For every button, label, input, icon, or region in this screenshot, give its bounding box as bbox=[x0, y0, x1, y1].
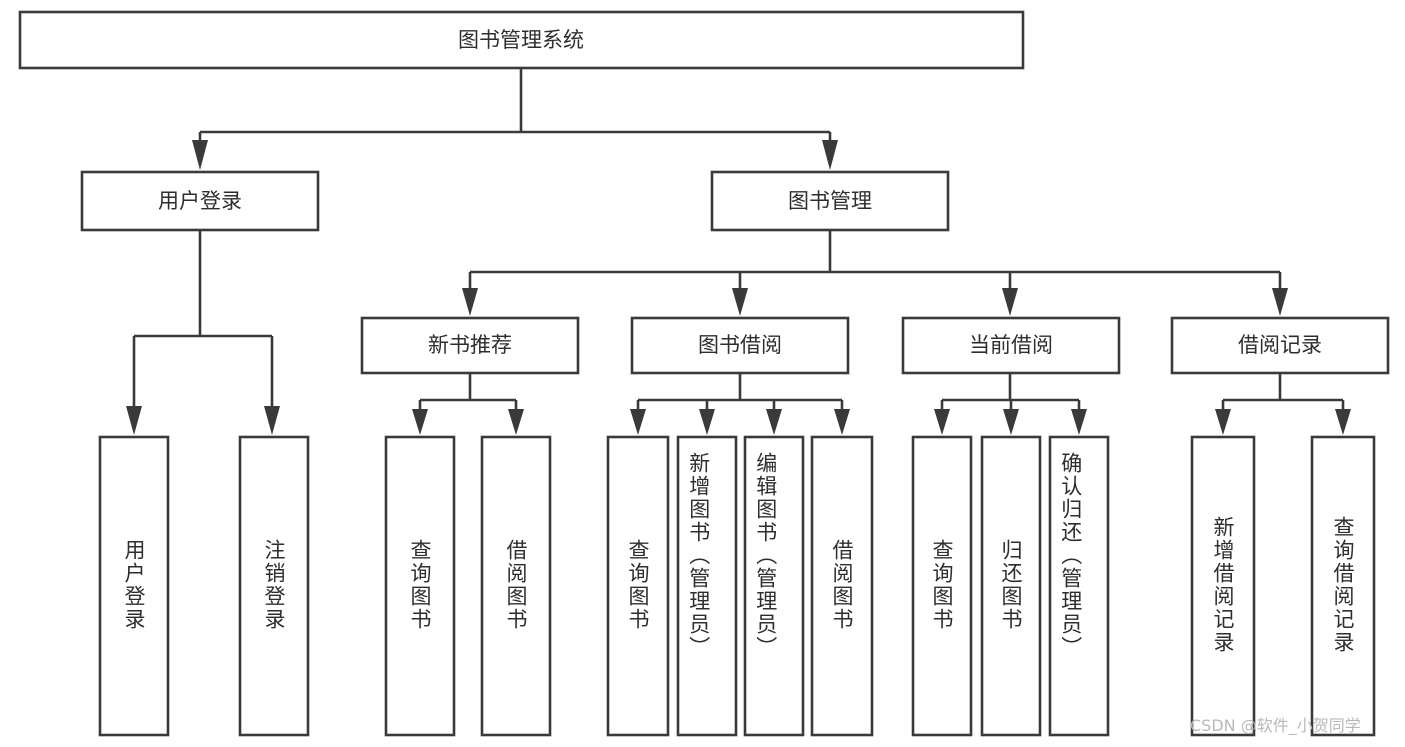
arrow-head-borrow-record bbox=[1272, 288, 1288, 316]
node-leaf-rec-borrow-book-label: 借阅图书 bbox=[504, 539, 528, 631]
arrow-head-rec-borrow-book bbox=[508, 409, 524, 435]
node-current-borrow-box[interactable] bbox=[901, 316, 1121, 375]
arrow-head-cb-confirm-return bbox=[1071, 409, 1087, 435]
node-leaf-rec-query-book-box[interactable] bbox=[384, 435, 456, 737]
node-root-label: 图书管理系统 bbox=[458, 28, 584, 52]
node-new-book-rec-box[interactable] bbox=[360, 316, 580, 375]
node-leaf-bb-query-book-label: 查询图书 bbox=[626, 539, 650, 631]
node-leaf-user-logout-box[interactable] bbox=[238, 435, 310, 737]
node-leaf-bb-borrow-book-label: 借阅图书 bbox=[830, 539, 854, 631]
node-book-manage[interactable]: 图书管理 bbox=[710, 170, 950, 232]
node-book-manage-label: 图书管理 bbox=[788, 189, 872, 213]
node-leaf-bb-add-book-box[interactable] bbox=[676, 435, 738, 737]
node-book-borrow-box[interactable] bbox=[630, 316, 850, 375]
arrow-head-bb-add-book bbox=[699, 409, 715, 435]
node-leaf-bb-borrow-book-box[interactable] bbox=[810, 435, 874, 737]
arrow-head-cb-query-book bbox=[934, 409, 950, 435]
node-book-borrow-label: 图书借阅 bbox=[698, 333, 782, 357]
arrow-head-book-borrow bbox=[732, 288, 748, 316]
node-leaf-user-login-label: 用户登录 bbox=[122, 539, 146, 631]
node-leaf-bb-add-book[interactable]: 新增图书（管理员） bbox=[676, 435, 738, 737]
node-user-login[interactable]: 用户登录 bbox=[80, 170, 320, 232]
arrow-head-current-borrow bbox=[1002, 288, 1018, 316]
node-leaf-cb-return-book-label: 归还图书 bbox=[999, 539, 1023, 631]
arrow-head-new-book-rec bbox=[462, 288, 478, 316]
node-leaf-bb-edit-book[interactable]: 编辑图书（管理员） bbox=[743, 435, 805, 737]
arrow-head-bb-borrow-book bbox=[834, 409, 850, 435]
node-leaf-rec-query-book-label: 查询图书 bbox=[408, 539, 432, 631]
node-leaf-cb-query-book[interactable]: 查询图书 bbox=[911, 435, 973, 737]
node-root[interactable]: 图书管理系统 bbox=[18, 10, 1025, 70]
node-root-box[interactable] bbox=[18, 10, 1025, 70]
node-borrow-record-box[interactable] bbox=[1170, 316, 1390, 375]
node-leaf-rec-query-book[interactable]: 查询图书 bbox=[384, 435, 456, 737]
node-leaf-user-login-box[interactable] bbox=[98, 435, 170, 737]
node-leaf-bb-borrow-book[interactable]: 借阅图书 bbox=[810, 435, 874, 737]
arrow-head-leaf-user-logout bbox=[264, 406, 280, 435]
arrow-head-cb-return-book bbox=[1003, 409, 1019, 435]
arrow-head-br-query-record bbox=[1335, 409, 1351, 435]
node-leaf-bb-add-book-label: 新增图书（管理员） bbox=[687, 452, 711, 659]
node-leaf-cb-query-book-label: 查询图书 bbox=[930, 539, 954, 631]
node-leaf-user-logout[interactable]: 注销登录 bbox=[238, 435, 310, 737]
node-leaf-rec-borrow-book-box[interactable] bbox=[480, 435, 552, 737]
node-current-borrow-label: 当前借阅 bbox=[969, 333, 1053, 357]
arrow-head-br-add-record bbox=[1215, 409, 1231, 435]
node-leaf-br-query-record-box[interactable] bbox=[1310, 435, 1376, 737]
arrow-head-bb-query-book bbox=[630, 409, 646, 435]
node-book-manage-box[interactable] bbox=[710, 170, 950, 232]
node-leaf-cb-confirm-return[interactable]: 确认归还（管理员） bbox=[1048, 435, 1110, 737]
node-leaf-cb-query-book-box[interactable] bbox=[911, 435, 973, 737]
connector-layer bbox=[126, 68, 1351, 435]
node-leaf-bb-query-book-box[interactable] bbox=[606, 435, 670, 737]
node-leaf-bb-query-book[interactable]: 查询图书 bbox=[606, 435, 670, 737]
arrow-head-rec-query-book bbox=[412, 409, 428, 435]
node-leaf-cb-confirm-return-box[interactable] bbox=[1048, 435, 1110, 737]
node-borrow-record-label: 借阅记录 bbox=[1238, 333, 1322, 357]
node-new-book-rec[interactable]: 新书推荐 bbox=[360, 316, 580, 375]
node-leaf-cb-return-book-box[interactable] bbox=[980, 435, 1042, 737]
arrow-head-book-manage bbox=[822, 140, 838, 170]
node-leaf-bb-edit-book-box[interactable] bbox=[743, 435, 805, 737]
arrow-head-leaf-user-login bbox=[126, 406, 142, 435]
node-user-login-box[interactable] bbox=[80, 170, 320, 232]
node-borrow-record[interactable]: 借阅记录 bbox=[1170, 316, 1390, 375]
node-leaf-br-add-record-box[interactable] bbox=[1190, 435, 1256, 737]
node-new-book-rec-label: 新书推荐 bbox=[428, 333, 512, 357]
arrow-head-user-login bbox=[192, 140, 208, 170]
node-leaf-br-query-record-label: 查询借阅记录 bbox=[1331, 516, 1355, 654]
node-user-login-label: 用户登录 bbox=[158, 189, 242, 213]
node-leaf-br-add-record[interactable]: 新增借阅记录 bbox=[1190, 435, 1256, 737]
node-leaf-user-logout-label: 注销登录 bbox=[262, 539, 286, 631]
node-current-borrow[interactable]: 当前借阅 bbox=[901, 316, 1121, 375]
node-leaf-cb-confirm-return-label: 确认归还（管理员） bbox=[1059, 452, 1083, 659]
node-leaf-cb-return-book[interactable]: 归还图书 bbox=[980, 435, 1042, 737]
node-leaf-rec-borrow-book[interactable]: 借阅图书 bbox=[480, 435, 552, 737]
arrow-head-bb-edit-book bbox=[766, 409, 782, 435]
node-leaf-user-login[interactable]: 用户登录 bbox=[98, 435, 170, 737]
node-book-borrow[interactable]: 图书借阅 bbox=[630, 316, 850, 375]
node-leaf-br-add-record-label: 新增借阅记录 bbox=[1211, 516, 1235, 654]
node-leaf-bb-edit-book-label: 编辑图书（管理员） bbox=[754, 452, 778, 659]
node-leaf-br-query-record[interactable]: 查询借阅记录 bbox=[1310, 435, 1376, 737]
